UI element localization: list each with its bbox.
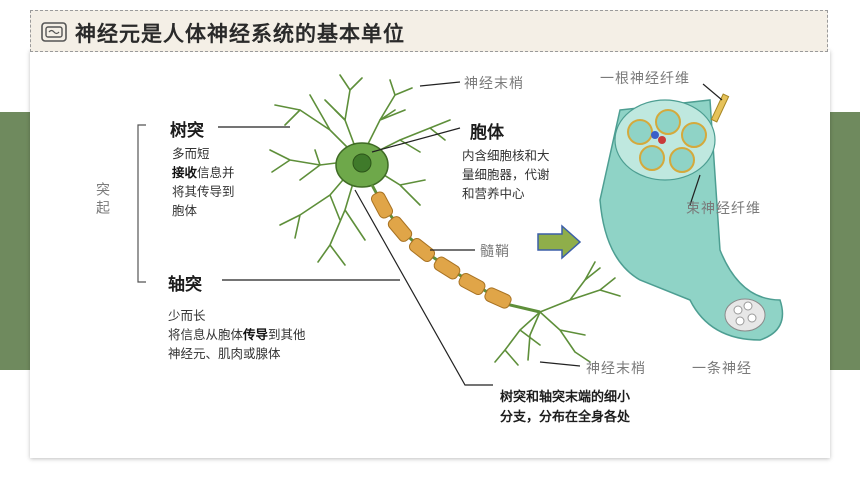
- title-bar: 神经元是人体神经系统的基本单位: [30, 10, 828, 52]
- label-protrusion: 突起: [94, 182, 110, 218]
- label-dendrite: 树突: [170, 121, 204, 141]
- axon-terminals: [494, 261, 621, 366]
- label-axon: 轴突: [168, 275, 202, 295]
- axon: [370, 184, 541, 314]
- scroll-icon: [41, 22, 67, 42]
- label-fiber-bundle: 束神经纤维: [686, 201, 761, 217]
- label-myelin: 髓鞘: [480, 244, 510, 260]
- page-title: 神经元是人体神经系统的基本单位: [75, 22, 405, 46]
- nerve-bundle: [599, 93, 784, 341]
- dendrite-description: 多而短 接收信息并 将其传导到 胞体: [172, 146, 235, 218]
- label-one-nerve: 一条神经: [692, 361, 752, 377]
- label-nerve-ending-top: 神经末梢: [464, 76, 524, 92]
- bracket: [137, 124, 146, 283]
- myelin-sheath: [370, 191, 512, 309]
- label-nerve-ending-bottom: 神经末梢: [586, 361, 646, 377]
- label-cell-body: 胞体: [470, 123, 504, 143]
- dendrites: [269, 74, 451, 266]
- arrow-icon: [537, 224, 582, 260]
- nucleus: [352, 153, 372, 173]
- leader-lines: [218, 81, 723, 386]
- label-one-fiber: 一根神经纤维: [600, 71, 690, 87]
- cell-body-description: 内含细胞核和大 量细胞器，代谢 和营养中心: [462, 148, 550, 201]
- axon-description: 少而长 将信息从胞体传导到其他 神经元、肌肉或腺体: [168, 308, 306, 361]
- nerve-ending-description: 树突和轴突末端的细小 分支，分布在全身各处: [500, 390, 631, 425]
